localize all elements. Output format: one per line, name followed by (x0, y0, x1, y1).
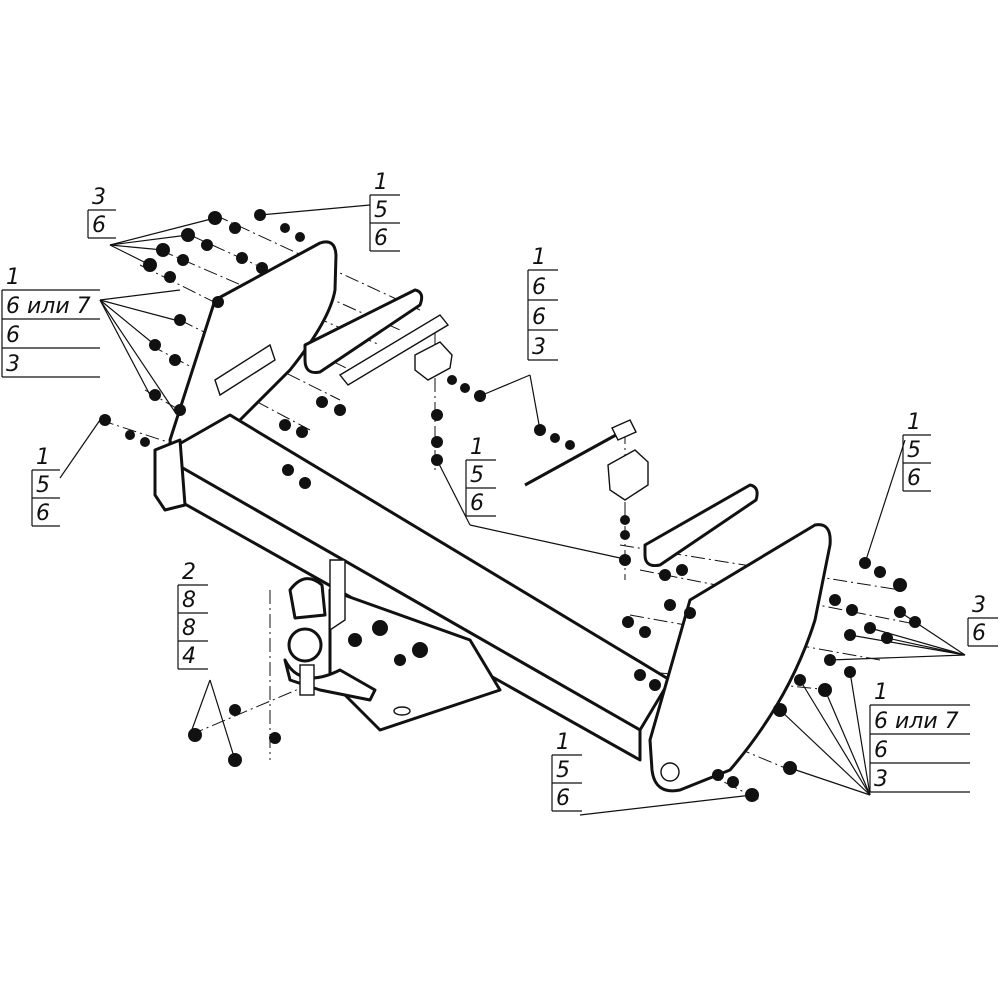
callout-text: 6 (532, 305, 546, 330)
callout-text: 8 (182, 616, 196, 641)
callout-text: 5 (374, 198, 388, 223)
callout-text: 8 (182, 588, 196, 613)
callout-top-center: 1 5 6 (369, 170, 400, 252)
callout-text: 6 (374, 226, 388, 251)
callout-text: 5 (470, 463, 484, 488)
towbar-hitch (283, 559, 502, 732)
left-pin (338, 314, 450, 386)
cross-beam (153, 413, 672, 762)
callout-text: 1 (874, 680, 888, 705)
callout-left-long: 1 6 или 7 6 3 (1, 265, 100, 378)
callout-text: 3 (972, 593, 986, 618)
right-small-bracket (607, 449, 649, 501)
callout-text: 5 (556, 758, 570, 783)
callout-bottom: 1 5 6 (551, 730, 582, 812)
callout-text: 6 (972, 621, 986, 646)
leader-lines (59, 204, 966, 816)
callout-text: 2 (182, 560, 196, 585)
callout-text: 3 (6, 352, 20, 377)
callout-ball: 2 8 8 4 (177, 560, 208, 670)
right-mounting-plate (648, 523, 832, 793)
callout-text: 6 или 7 (6, 294, 91, 319)
left-plate-bracket (214, 343, 276, 397)
right-plate-hole (660, 762, 680, 782)
callout-text: 1 (470, 435, 484, 460)
callout-right-top: 1 5 6 (902, 410, 931, 492)
callout-text: 6 (92, 213, 106, 238)
left-small-bracket (414, 341, 453, 381)
callout-text: 6 (470, 491, 484, 516)
callout-right-nuts: 36 (967, 593, 998, 647)
left-strip (303, 288, 424, 374)
callout-text: 6 (36, 501, 50, 526)
callout-text: 6 (556, 786, 570, 811)
callout-text: 3 (92, 185, 106, 210)
callout-left-small: 1 5 6 (31, 445, 60, 527)
callout-text: 3 (874, 767, 888, 792)
callout-text: 5 (36, 473, 50, 498)
callout-text: 1 (36, 445, 50, 470)
callout-text: 1 (532, 245, 546, 270)
callout-text: 6 (907, 466, 921, 491)
callout-text: 4 (182, 644, 196, 669)
callout-text: 6 (874, 738, 888, 763)
callout-text: 1 (6, 265, 20, 290)
callout-text: 1 (556, 730, 570, 755)
callout-text: 6 (6, 323, 20, 348)
right-strip (643, 483, 759, 567)
callout-text: 6 или 7 (874, 709, 959, 734)
callout-right-long: 1 6 или 7 6 3 (869, 680, 970, 793)
left-fasteners (99, 209, 346, 489)
callout-text: 6 (532, 275, 546, 300)
callout-top-left-a: 36 (87, 185, 116, 239)
callout-mid-bolt: 1 5 6 (465, 435, 496, 517)
callout-text: 1 (374, 170, 388, 195)
callout-text: 1 (907, 410, 921, 435)
callout-text: 3 (532, 335, 546, 360)
callout-text: 5 (907, 438, 921, 463)
